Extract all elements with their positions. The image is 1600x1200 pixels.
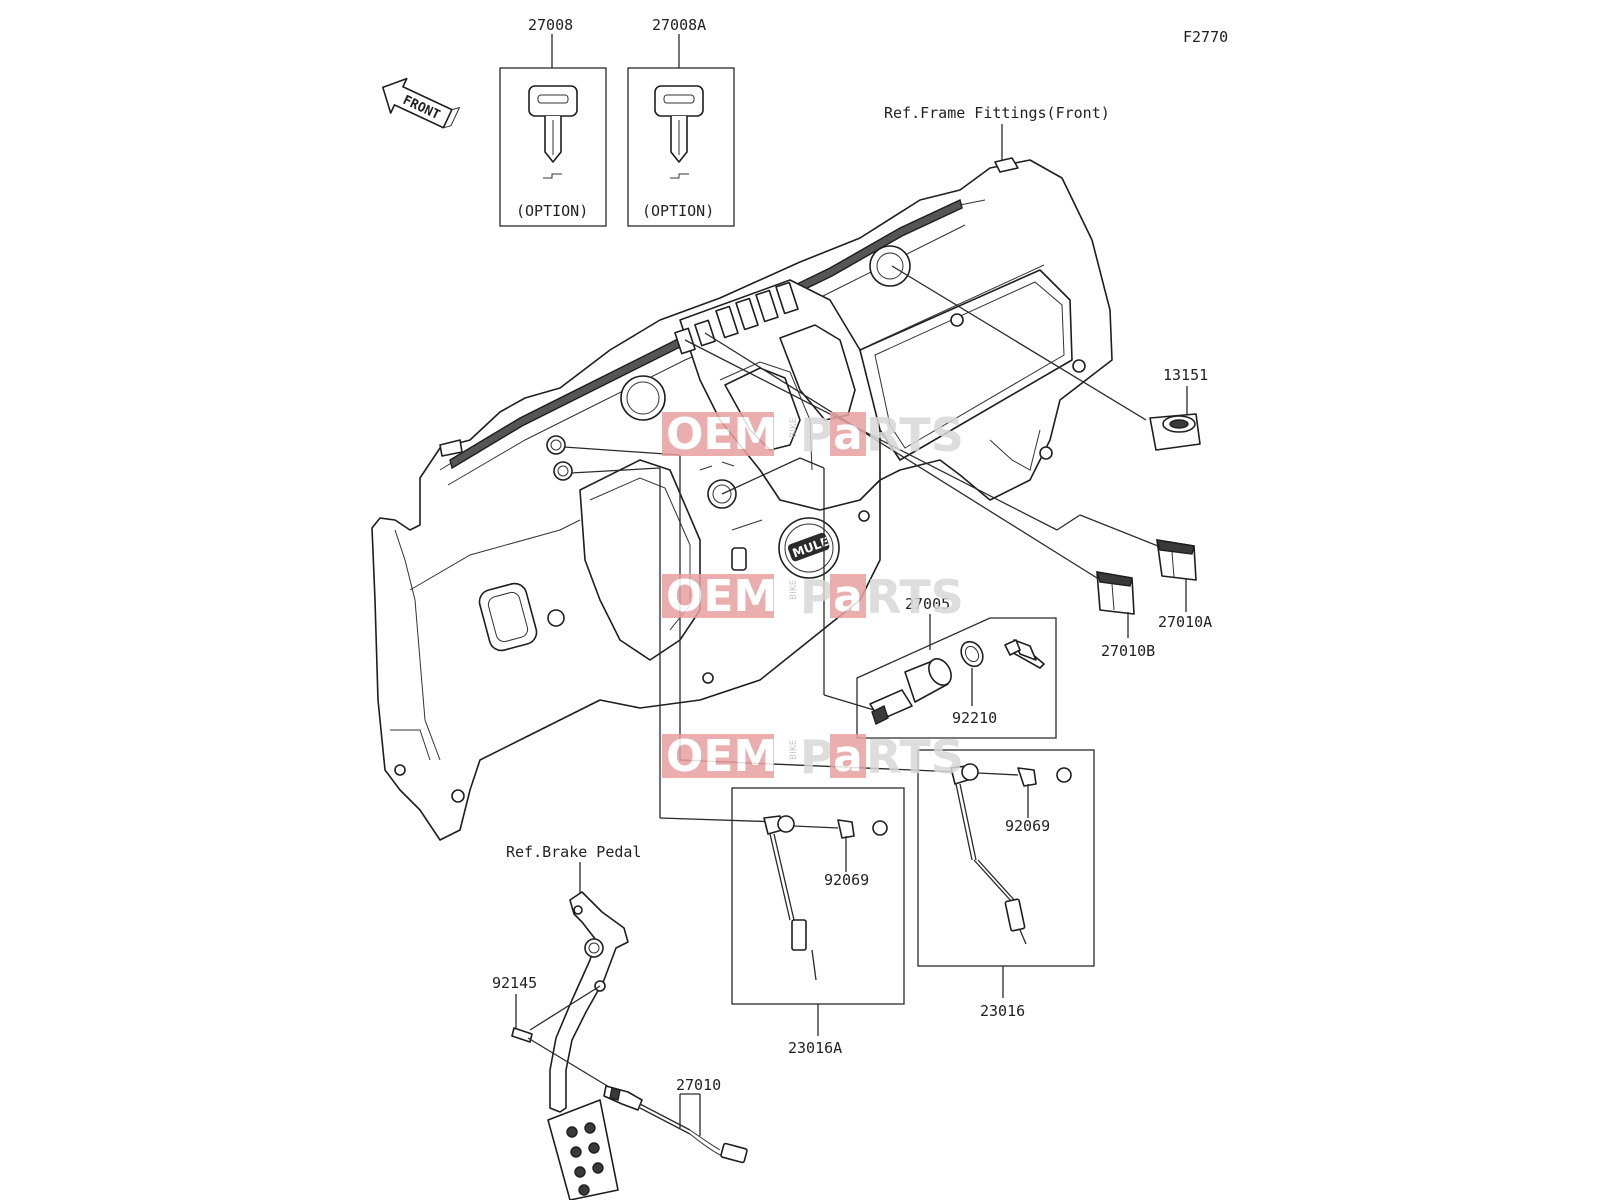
- socket-13151-icon: [1149, 413, 1201, 451]
- label-27010b: 27010B: [1101, 642, 1155, 660]
- switch-23016a-icon: [763, 815, 888, 981]
- ignition-27005-box: [856, 617, 1057, 739]
- svg-text:RTS: RTS: [866, 730, 964, 784]
- svg-text:P: P: [800, 730, 834, 784]
- svg-text:RTS: RTS: [866, 408, 964, 462]
- ignition-switch-27005-icon: [869, 639, 1045, 725]
- svg-text:a: a: [833, 409, 863, 460]
- svg-text:a: a: [833, 571, 863, 622]
- label-27008: 27008: [528, 16, 573, 34]
- svg-text:OEM: OEM: [666, 571, 777, 622]
- svg-text:BIKE: BIKE: [789, 739, 799, 760]
- label-92210: 92210: [952, 709, 997, 727]
- switch-23016a-box: [731, 787, 905, 1005]
- ref-brake-pedal: Ref.Brake Pedal: [506, 843, 641, 861]
- front-arrow-icon: FRONT: [382, 77, 461, 129]
- label-92069-b: 92069: [1005, 817, 1050, 835]
- watermark-3: OEM BIKE P a RTS: [662, 730, 964, 784]
- switch-23016-box: [917, 749, 1095, 967]
- label-27008a: 27008A: [652, 16, 706, 34]
- label-27005: 27005: [905, 595, 950, 613]
- option-label-1: (OPTION): [516, 202, 588, 220]
- clip-92145-icon: [511, 1027, 533, 1043]
- watermark-2: OEM BIKE P a RTS: [662, 570, 964, 624]
- svg-text:a: a: [833, 731, 863, 782]
- brake-pedal-icon: [547, 891, 629, 1200]
- label-23016a: 23016A: [788, 1039, 842, 1057]
- option-label-2: (OPTION): [642, 202, 714, 220]
- leader-lines: [563, 265, 1164, 823]
- label-27010a: 27010A: [1158, 613, 1212, 631]
- key-27008-icon: [528, 85, 578, 179]
- label-13151: 13151: [1163, 366, 1208, 384]
- pedal-pad-holes: [566, 1122, 604, 1196]
- label-23016: 23016: [980, 1002, 1025, 1020]
- label-27010: 27010: [676, 1076, 721, 1094]
- switch-27010b-icon: [1096, 571, 1135, 615]
- svg-text:P: P: [800, 408, 834, 462]
- svg-text:RTS: RTS: [866, 570, 964, 624]
- switch-27010a-icon: [1156, 539, 1197, 581]
- svg-text:OEM: OEM: [666, 409, 777, 460]
- switch-23016-icon: [950, 763, 1072, 945]
- svg-text:BIKE: BIKE: [789, 417, 799, 438]
- svg-text:P: P: [800, 570, 834, 624]
- ref-frame-fittings: Ref.Frame Fittings(Front): [884, 104, 1110, 122]
- svg-text:BIKE: BIKE: [789, 579, 799, 600]
- watermark-1: OEM BIKE P a RTS: [662, 408, 964, 462]
- key-27008a-icon: [654, 85, 704, 179]
- key-27008-box: [499, 67, 607, 227]
- label-92145: 92145: [492, 974, 537, 992]
- label-92069-a: 92069: [824, 871, 869, 889]
- brake-switch-27010-icon: [603, 1085, 748, 1164]
- svg-text:OEM: OEM: [666, 731, 777, 782]
- figure-code: F2770: [1183, 28, 1228, 46]
- key-27008a-box: [627, 67, 735, 227]
